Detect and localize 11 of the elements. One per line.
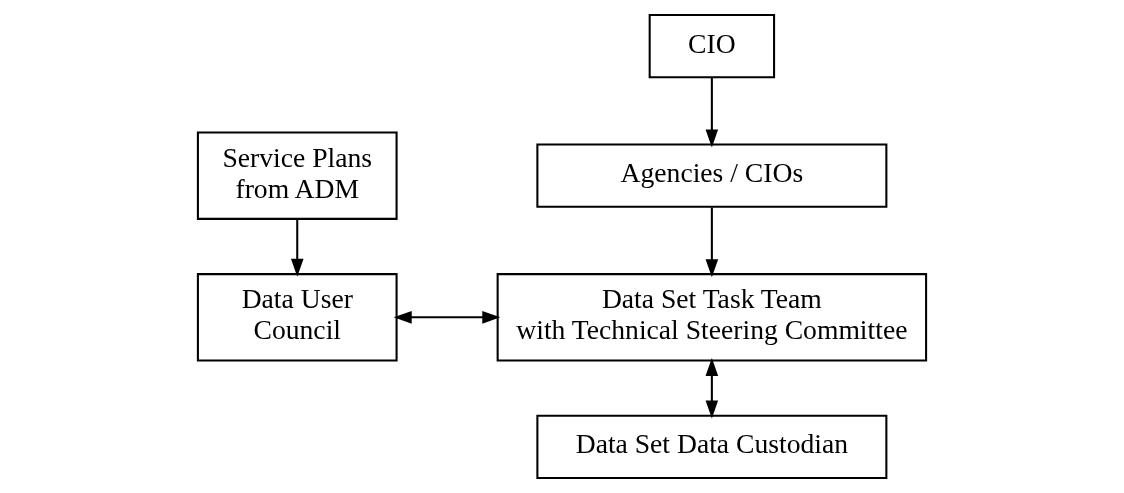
node-box: CIO	[648, 13, 776, 79]
arrow	[705, 207, 719, 278]
arrow	[705, 357, 719, 419]
arrow	[290, 218, 304, 277]
node-box: Agencies / CIOs	[536, 143, 888, 208]
node-box: Data User Council	[196, 273, 398, 362]
node-box: Service Plans from ADM	[196, 131, 398, 220]
node-box: Data Set Task Team with Technical Steering Committee	[496, 273, 928, 362]
node-box: Data Set Data Custodian	[536, 414, 888, 480]
arrow	[705, 77, 719, 148]
arrow	[393, 311, 501, 324]
